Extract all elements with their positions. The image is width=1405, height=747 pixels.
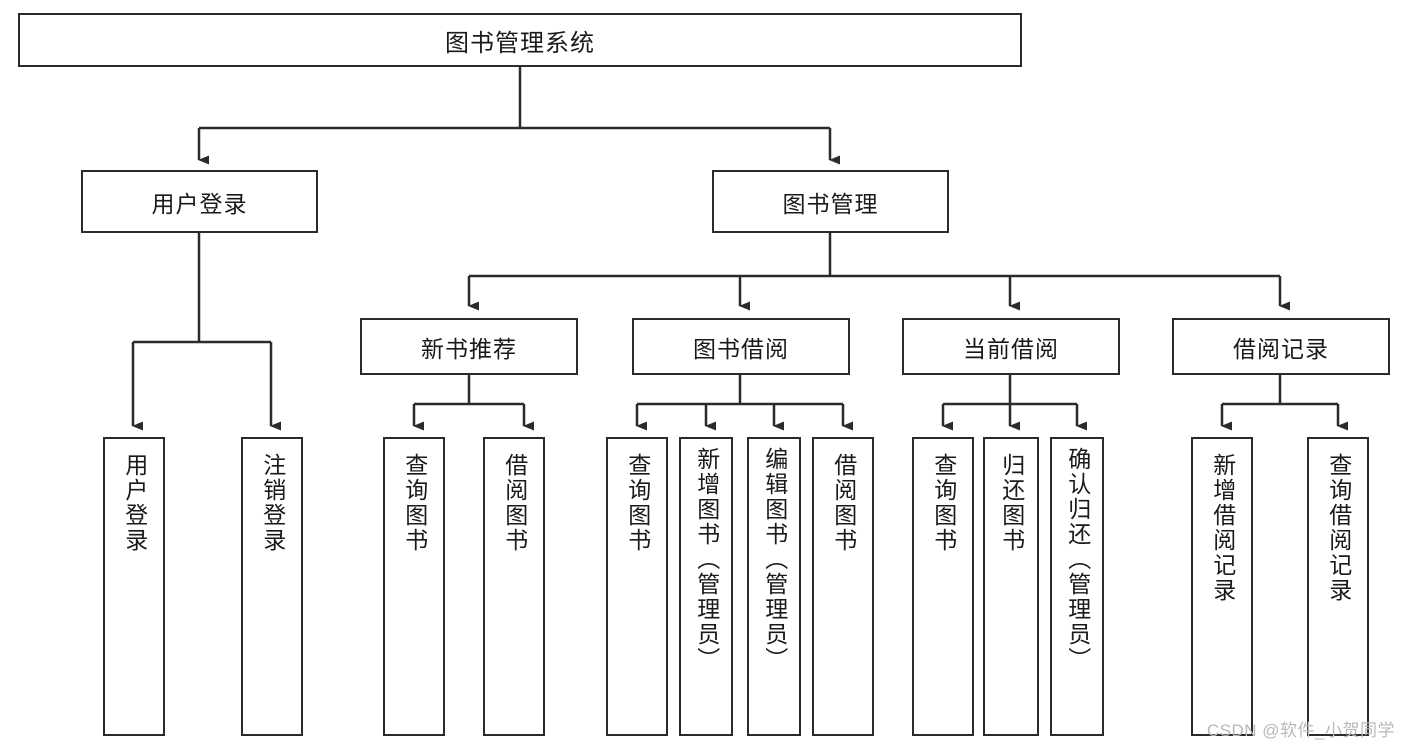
node-label: 用户登录: [151, 190, 248, 217]
node-user-login[interactable]: 用户登录: [81, 170, 318, 233]
leaf-borrow-add-book-admin[interactable]: 新增图书（管理员）: [679, 437, 733, 736]
watermark-text: CSDN @软件_小贺同学: [1206, 721, 1395, 740]
leaf-current-confirm-return-admin[interactable]: 确认归还（管理员）: [1050, 437, 1104, 736]
leaf-label: 查询图书: [401, 453, 428, 553]
node-root-library-system[interactable]: 图书管理系统: [18, 13, 1022, 67]
leaf-label: 查询图书: [624, 453, 651, 553]
leaf-label: 借阅图书: [501, 453, 528, 553]
node-label: 当前借阅: [963, 335, 1059, 362]
leaf-user-login-login[interactable]: 用户登录: [103, 437, 165, 736]
leaf-label: 编辑图书（管理员）: [761, 447, 788, 672]
leaf-label: 新增图书（管理员）: [693, 447, 720, 672]
node-book-management[interactable]: 图书管理: [712, 170, 949, 233]
node-new-book-recommend[interactable]: 新书推荐: [360, 318, 578, 375]
leaf-label: 注销登录: [259, 453, 286, 553]
leaf-recommend-query-book[interactable]: 查询图书: [383, 437, 445, 736]
node-label: 图书管理: [782, 190, 879, 217]
leaf-current-query-book[interactable]: 查询图书: [912, 437, 974, 736]
leaf-label: 新增借阅记录: [1209, 453, 1236, 603]
leaf-label: 查询借阅记录: [1325, 453, 1352, 603]
leaf-record-add-borrow-record[interactable]: 新增借阅记录: [1191, 437, 1253, 736]
node-borrow-record[interactable]: 借阅记录: [1172, 318, 1390, 375]
leaf-label: 归还图书: [998, 453, 1025, 553]
node-label: 图书管理系统: [445, 29, 595, 57]
leaf-label: 确认归还（管理员）: [1064, 447, 1091, 672]
leaf-borrow-edit-book-admin[interactable]: 编辑图书（管理员）: [747, 437, 801, 736]
leaf-label: 查询图书: [930, 453, 957, 553]
node-label: 图书借阅: [693, 335, 789, 362]
leaf-borrow-query-book[interactable]: 查询图书: [606, 437, 668, 736]
node-label: 新书推荐: [421, 335, 517, 362]
node-current-borrow[interactable]: 当前借阅: [902, 318, 1120, 375]
leaf-user-login-logout[interactable]: 注销登录: [241, 437, 303, 736]
leaf-current-return-book[interactable]: 归还图书: [983, 437, 1039, 736]
leaf-label: 用户登录: [121, 453, 148, 553]
leaf-record-query-borrow-record[interactable]: 查询借阅记录: [1307, 437, 1369, 736]
leaf-label: 借阅图书: [830, 453, 857, 553]
node-label: 借阅记录: [1233, 335, 1329, 362]
node-book-borrow[interactable]: 图书借阅: [632, 318, 850, 375]
leaf-borrow-borrow-book[interactable]: 借阅图书: [812, 437, 874, 736]
leaf-recommend-borrow-book[interactable]: 借阅图书: [483, 437, 545, 736]
